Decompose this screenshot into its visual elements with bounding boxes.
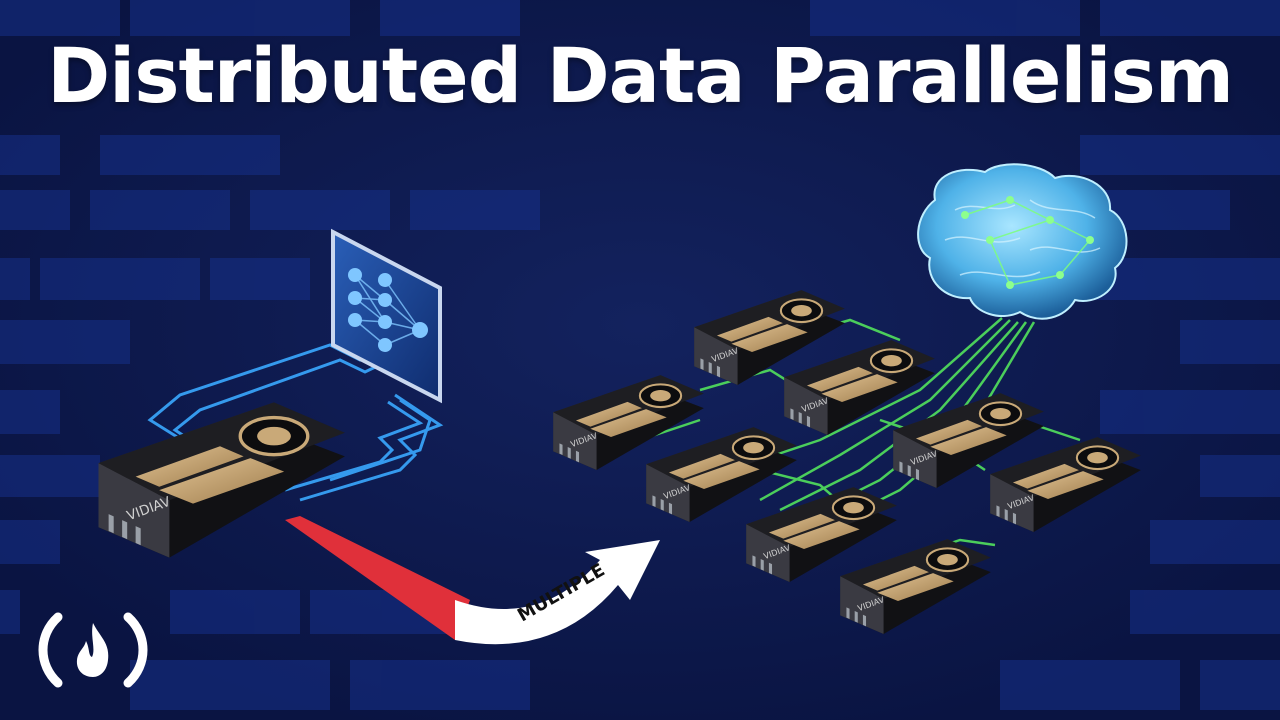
- freecodecamp-logo-icon: [38, 612, 148, 688]
- brain-icon: [917, 163, 1128, 320]
- page-title: Distributed Data Parallelism: [47, 31, 1234, 120]
- neural-network-icon: [331, 228, 442, 404]
